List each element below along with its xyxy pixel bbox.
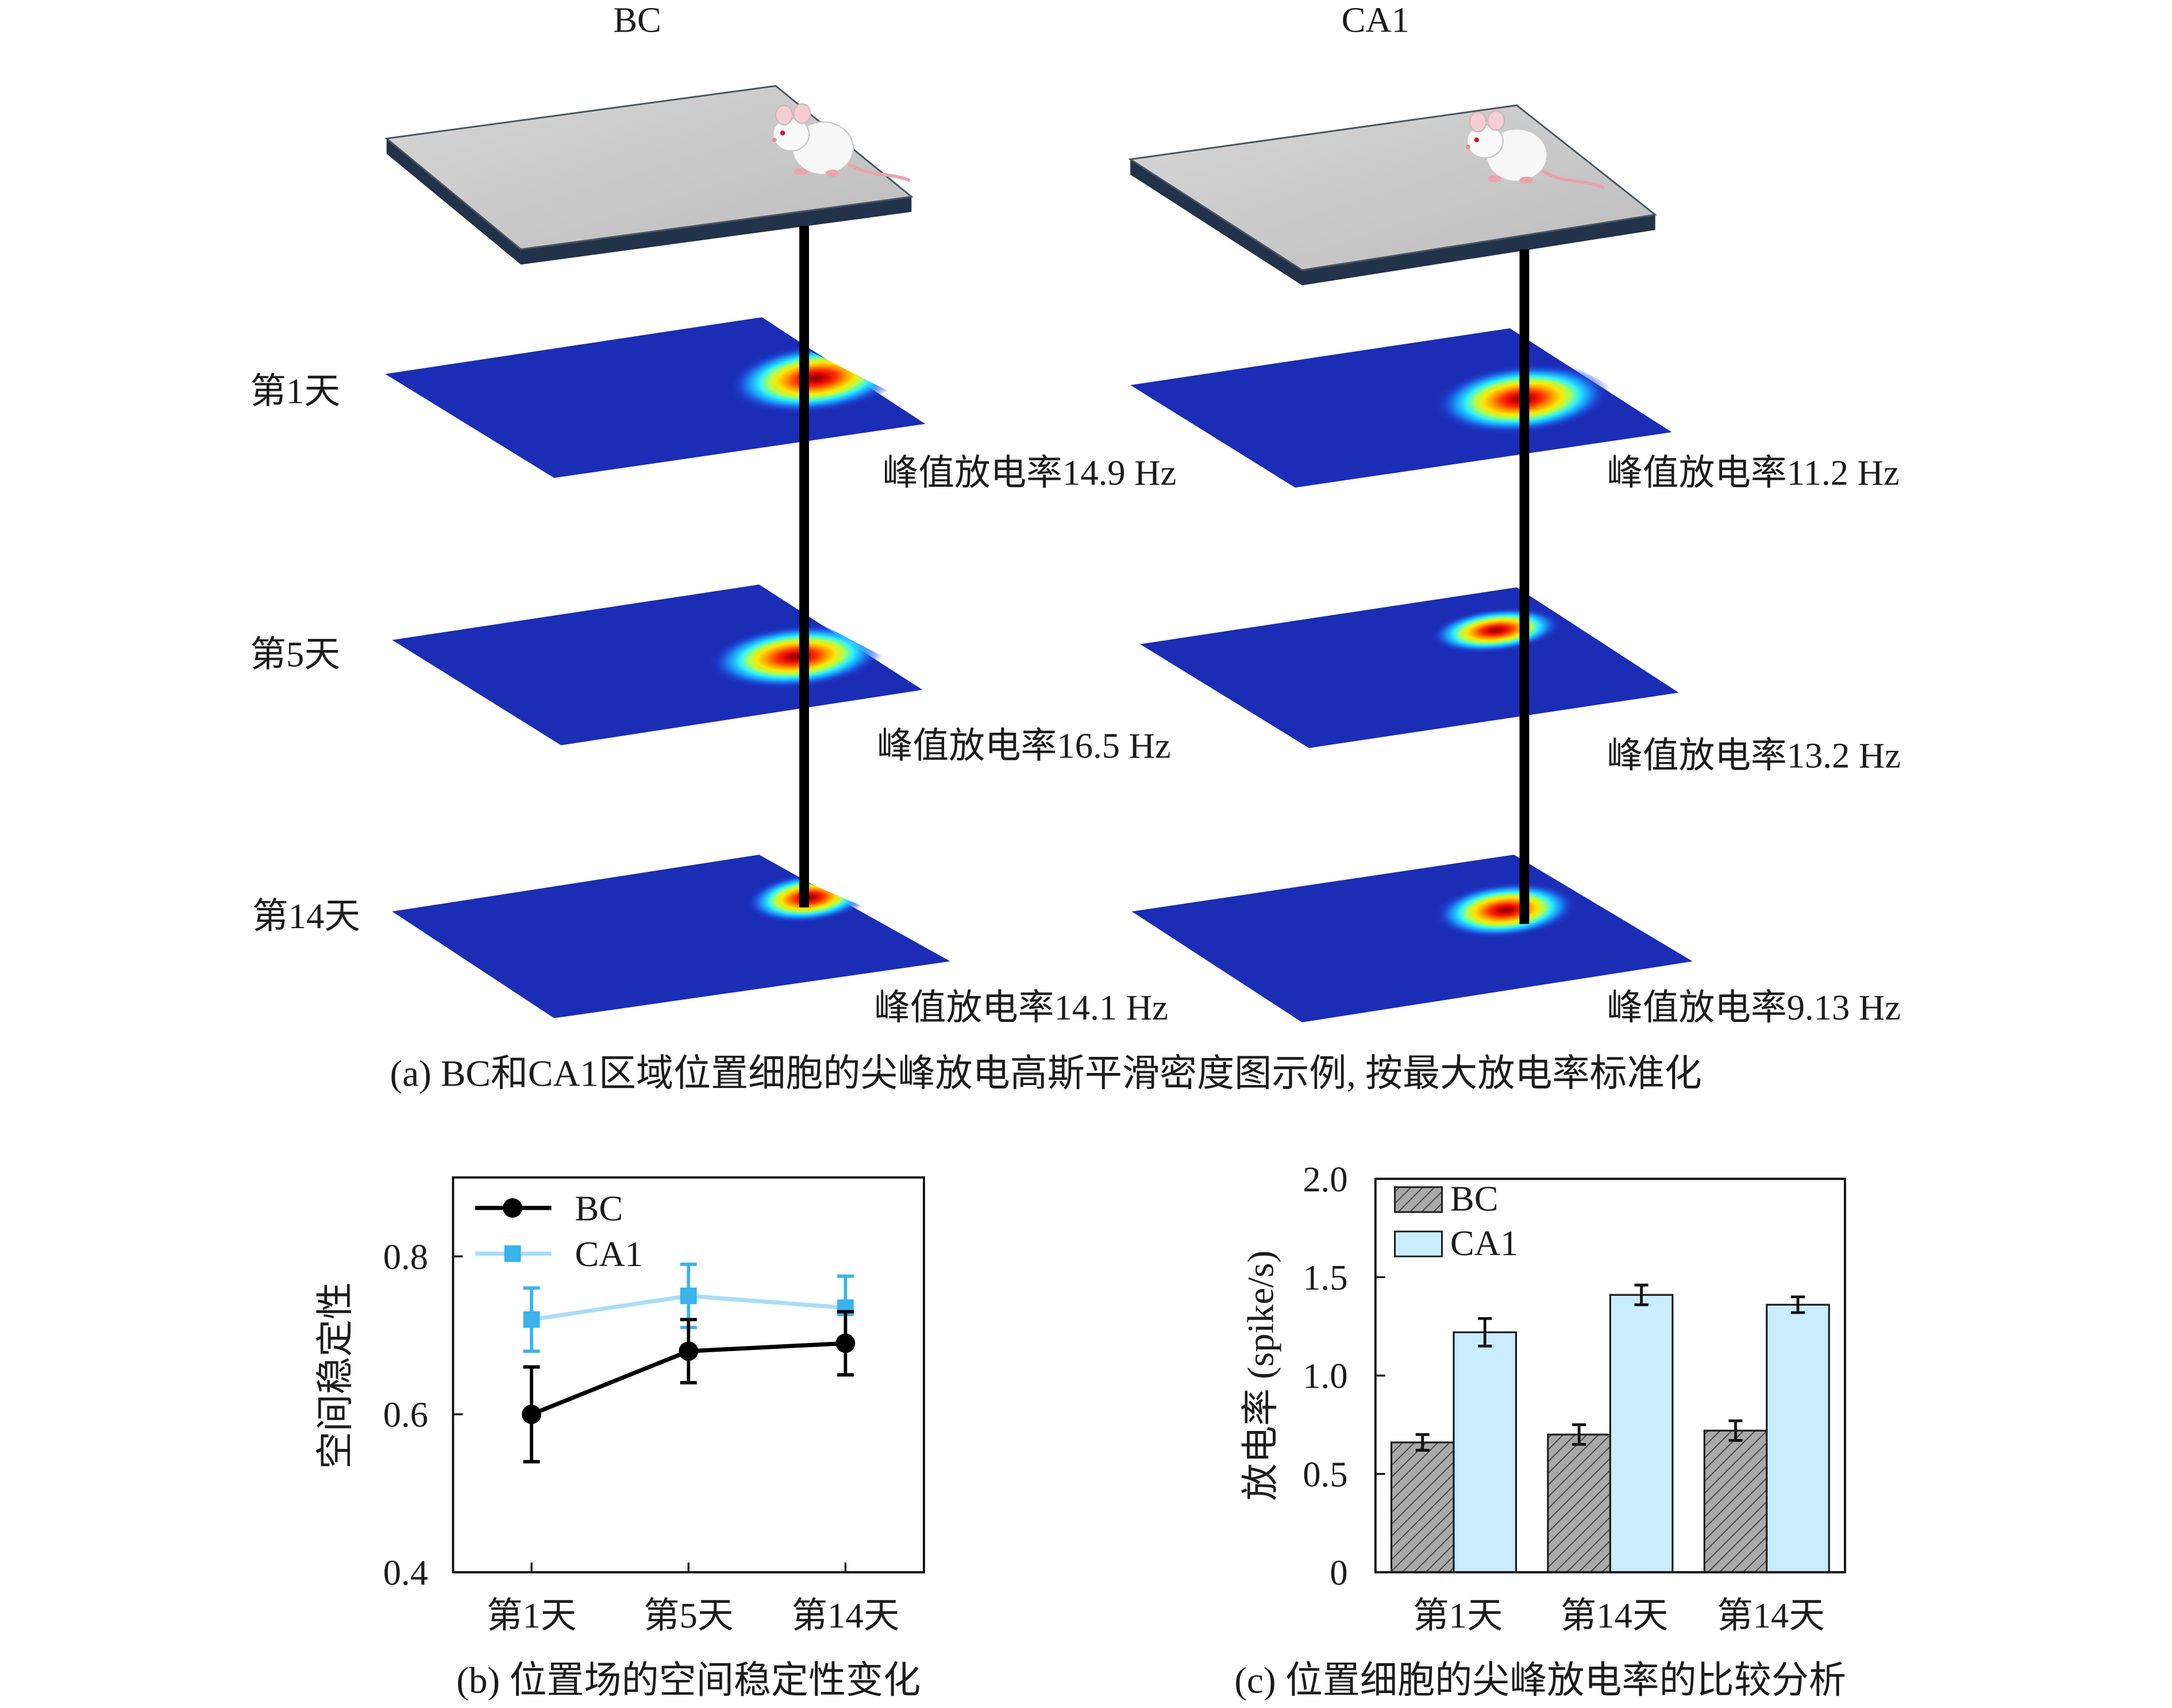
data-point-ca1 — [680, 1287, 697, 1305]
caption-b: (b) 位置场的空间稳定性变化 — [456, 1660, 921, 1701]
y-tick-label: 0.6 — [383, 1395, 428, 1435]
data-point-ca1 — [523, 1311, 540, 1328]
heatmap-ca1-day1 — [1130, 328, 1672, 488]
support-rod — [1519, 249, 1530, 924]
heatmap-bc-day1 — [385, 317, 926, 478]
heatmap-ca1-day14 — [1131, 855, 1693, 1022]
caption-a: (a) BC和CA1区域位置细胞的尖峰放电高斯平滑密度图示例, 按最大放电率标准… — [390, 1053, 1702, 1095]
bar-ca1 — [1766, 1303, 1830, 1574]
legend-label-ca1: CA1 — [1450, 1223, 1518, 1263]
peak-rate-label: 峰值放电率13.2 Hz — [1607, 735, 1901, 775]
y-tick-label: 0 — [1330, 1552, 1347, 1592]
x-tick-label: 第14天 — [1717, 1595, 1825, 1636]
x-tick-label: 第14天 — [791, 1595, 899, 1636]
bar-ca1 — [1453, 1331, 1517, 1574]
arena-plate-side — [1302, 214, 1655, 286]
peak-rate-label: 峰值放电率9.13 Hz — [1607, 987, 1901, 1028]
bar-ca1 — [1609, 1294, 1674, 1574]
legend-swatch-ca1 — [1394, 1230, 1443, 1257]
x-tick-label: 第14天 — [1561, 1595, 1669, 1636]
day-label: 第1天 — [250, 371, 340, 411]
error-bar-bc — [1572, 1423, 1586, 1446]
day-label: 第5天 — [250, 634, 340, 674]
data-point-bc — [835, 1333, 856, 1353]
y-tick-label: 2.0 — [1303, 1159, 1347, 1199]
legend-swatch-bc — [1394, 1186, 1443, 1213]
arena-plate-side — [1130, 159, 1303, 286]
data-point-bc — [679, 1341, 699, 1361]
heatmap-bc-day5 — [392, 584, 923, 745]
peak-rate-label: 峰值放电率14.9 Hz — [883, 453, 1177, 493]
arena-plate-side — [521, 197, 912, 265]
caption-c: (c) 位置细胞的尖峰放电率的比较分析 — [1234, 1660, 1846, 1701]
error-bar-ca1 — [1478, 1317, 1492, 1348]
chart-firing-rate: 放电率 (spike/s) (c) 位置细胞的尖峰放电率的比较分析 0 0.5 1.… — [1234, 1159, 1846, 1702]
y-tick-label: 0.8 — [383, 1237, 428, 1277]
peak-rate-label: 峰值放电率14.1 Hz — [874, 987, 1168, 1028]
legend-label-bc: BC — [1450, 1179, 1499, 1219]
arena-plate-ca1 — [1128, 104, 1658, 286]
day-label: 第14天 — [252, 896, 360, 936]
bar-bc — [1390, 1441, 1455, 1574]
mouse-icon — [1466, 110, 1604, 189]
heatmap-plate — [392, 855, 950, 1018]
y-axis-label: 放电率 (spike/s) — [1240, 1251, 1281, 1501]
bar-bc — [1703, 1429, 1768, 1574]
legend-label-ca1: CA1 — [575, 1234, 643, 1274]
y-tick-label: 0.5 — [1303, 1454, 1347, 1494]
y-axis-label: 空间稳定性 — [315, 1282, 356, 1469]
x-tick-label: 第1天 — [1413, 1595, 1503, 1636]
arena-plate-side — [386, 139, 521, 265]
region-title-ca1: CA1 — [1342, 0, 1410, 40]
error-bar-ca1 — [1790, 1295, 1805, 1314]
arena-plate-top — [1128, 104, 1658, 271]
x-tick-label: 第5天 — [644, 1595, 734, 1636]
error-bar-bc — [1415, 1433, 1430, 1452]
error-bar-bc — [1728, 1419, 1743, 1442]
y-tick-label: 1.0 — [1303, 1356, 1347, 1396]
y-tick-label: 0.4 — [383, 1552, 428, 1592]
data-point-bc — [522, 1405, 541, 1424]
bar-bc — [1547, 1433, 1611, 1574]
chart-stability: 空间稳定性 (b) 位置场的空间稳定性变化 0.4 0.6 0.8 第1天 第5天 第14… — [315, 1176, 925, 1701]
legend-marker-bc — [503, 1198, 522, 1218]
panel-a: BC CA1 — [250, 0, 1901, 1095]
heatmap-plate — [392, 584, 923, 745]
legend-label-bc: BC — [575, 1188, 623, 1229]
firing-hotspot — [708, 624, 885, 690]
legend-marker-ca1 — [504, 1245, 521, 1262]
region-title-bc: BC — [613, 0, 661, 40]
mouse-icon — [772, 103, 911, 182]
x-tick-label: 第1天 — [487, 1595, 577, 1636]
legend: BC CA1 — [475, 1188, 643, 1274]
heatmap-bc-day14 — [392, 855, 950, 1018]
peak-rate-label: 峰值放电率11.2 Hz — [1607, 453, 1899, 493]
y-tick-label: 1.5 — [1303, 1257, 1347, 1298]
firing-hotspot — [1434, 882, 1578, 938]
support-rod — [799, 225, 809, 907]
heatmap-plate — [1140, 587, 1679, 748]
peak-rate-label: 峰值放电率16.5 Hz — [877, 725, 1171, 765]
heatmap-ca1-day5 — [1140, 587, 1679, 748]
error-bar-ca1 — [1634, 1283, 1649, 1306]
